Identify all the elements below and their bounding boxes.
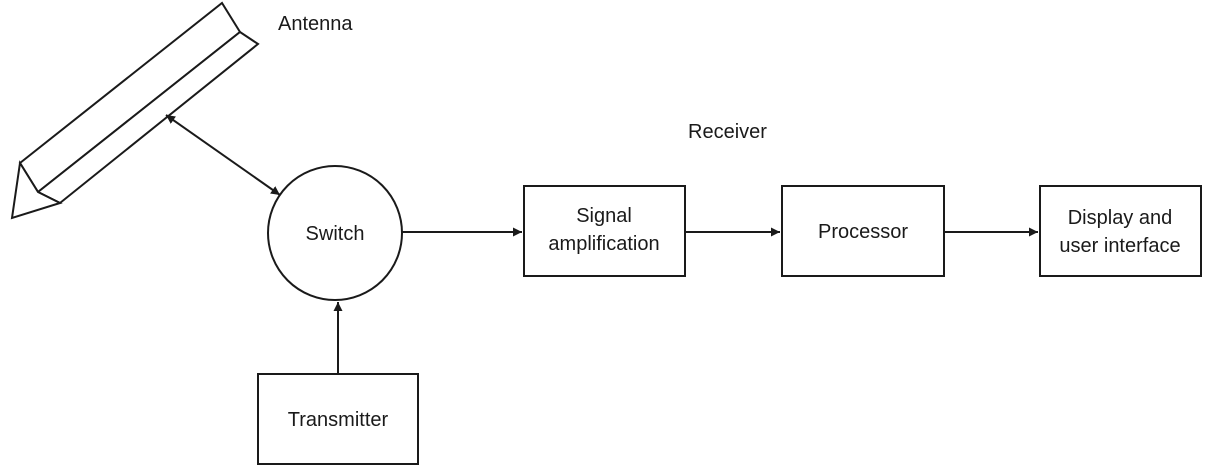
signal-amplification-block: Signal amplification (523, 185, 686, 277)
antenna-label: Antenna (278, 13, 353, 35)
display-block: Display and user interface (1039, 185, 1202, 277)
processor-label: Processor (818, 221, 908, 243)
antenna-switch-arrow (165, 114, 281, 196)
switch-label: Switch (306, 223, 365, 245)
processor-block: Processor (781, 185, 945, 277)
signal-amplification-label-line2: amplification (548, 233, 659, 255)
transmitter-label: Transmitter (288, 409, 389, 431)
display-label-line1: Display and (1068, 207, 1173, 229)
signal-amplification-label-line1: Signal (576, 205, 632, 227)
antenna-icon (10, 1, 260, 220)
switch-node: Switch (267, 165, 403, 301)
display-label-line2: user interface (1059, 235, 1180, 257)
receiver-label: Receiver (688, 121, 767, 143)
transmitter-block: Transmitter (257, 373, 419, 465)
